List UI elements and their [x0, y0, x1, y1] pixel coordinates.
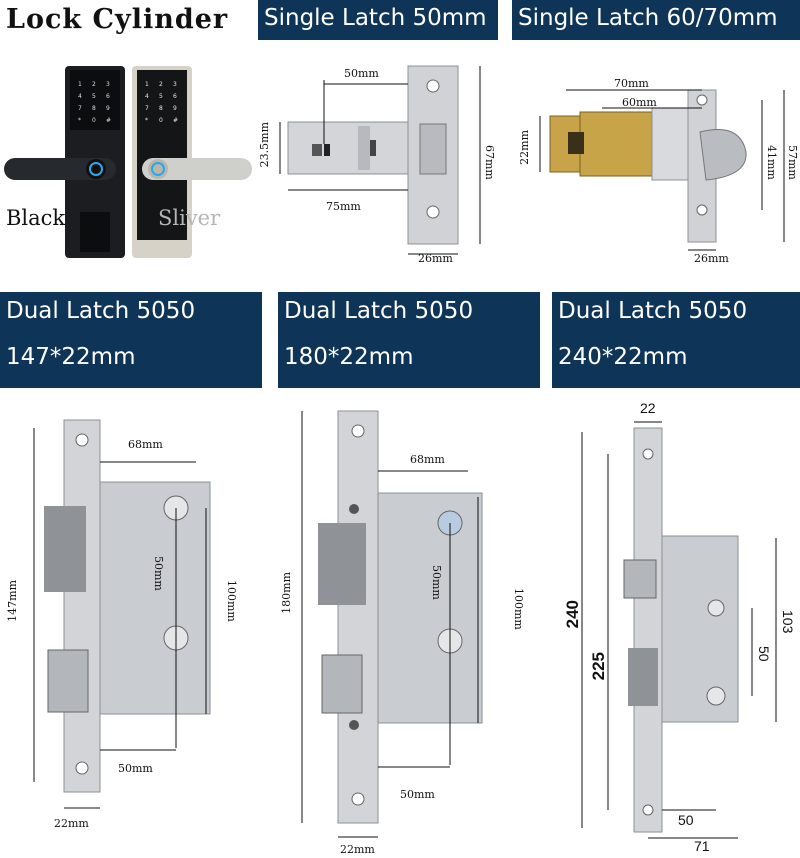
sl6070-hole-41: 41mm	[765, 145, 778, 180]
svg-text:1: 1	[145, 81, 149, 88]
black-label: Black	[6, 206, 66, 230]
sl50-plate-26: 26mm	[418, 252, 453, 265]
svg-text:8: 8	[92, 105, 96, 112]
svg-text:0: 0	[92, 117, 96, 124]
sl6070-plate-57: 57mm	[786, 145, 799, 180]
m180-face-22: 22mm	[340, 843, 375, 856]
sl50-plate-67: 67mm	[483, 145, 496, 180]
svg-text:4: 4	[78, 93, 82, 100]
mortise-180-drawing	[301, 410, 483, 838]
svg-text:5: 5	[92, 93, 96, 100]
silver-smart-lock-image: 1 2 3 4 5 6 7 8 9 * 0 #	[132, 66, 252, 258]
black-smart-lock-image: 1 2 3 4 5 6 7 8 9 * 0 #	[4, 66, 125, 258]
m180-backset-50: 50mm	[400, 788, 435, 801]
svg-text:9: 9	[173, 105, 177, 112]
svg-text:#: #	[106, 117, 111, 124]
single-latch-50-banner: Single Latch 50mm	[258, 0, 498, 40]
svg-text:7: 7	[78, 105, 82, 112]
sl6070-length-60: 60mm	[622, 96, 657, 109]
m180-width-68: 68mm	[410, 453, 445, 466]
m147-height-147: 147mm	[6, 580, 19, 622]
svg-text:3: 3	[106, 81, 110, 88]
svg-text:9: 9	[106, 105, 110, 112]
single-latch-6070-label: Single Latch 60/70mm	[518, 5, 778, 31]
single-latch-6070-banner: Single Latch 60/70mm	[512, 0, 800, 40]
dual-latch-147-line2: 147*22mm	[6, 344, 136, 370]
m180-height-180: 180mm	[280, 572, 293, 614]
sl6070-length-70: 70mm	[614, 77, 649, 90]
svg-text:2: 2	[159, 81, 163, 88]
m240-holes-50: 50	[756, 646, 772, 662]
svg-text:6: 6	[173, 93, 177, 100]
dual-latch-240-line1: Dual Latch 5050	[558, 298, 748, 324]
dual-latch-180-line1: Dual Latch 5050	[284, 298, 474, 324]
svg-text:8: 8	[159, 105, 163, 112]
m147-holes-50: 50mm	[152, 556, 165, 591]
m147-width-68: 68mm	[128, 438, 163, 451]
sl50-height-23-5: 23.5mm	[258, 122, 271, 168]
mortise-147-drawing	[33, 419, 211, 809]
m180-holes-50: 50mm	[430, 565, 443, 600]
dual-latch-147-banner: Dual Latch 5050 147*22mm	[0, 292, 262, 388]
m240-height-240: 240	[563, 600, 582, 629]
dual-latch-240-line2: 240*22mm	[558, 344, 688, 370]
svg-text:3: 3	[173, 81, 177, 88]
dual-latch-180-line2: 180*22mm	[284, 344, 414, 370]
m240-height-225: 225	[589, 652, 608, 681]
svg-text:4: 4	[145, 93, 149, 100]
dual-latch-180-banner: Dual Latch 5050 180*22mm	[278, 292, 540, 388]
single-latch-50-label: Single Latch 50mm	[264, 5, 487, 31]
m147-backset-50: 50mm	[118, 762, 153, 775]
svg-text:7: 7	[145, 105, 149, 112]
m240-body-103: 103	[780, 610, 796, 634]
svg-text:#: #	[173, 117, 178, 124]
m147-face-22: 22mm	[54, 817, 89, 830]
m240-backset-50: 50	[678, 812, 694, 828]
silver-label: Sliver	[158, 206, 221, 230]
svg-text:*: *	[145, 117, 148, 124]
svg-text:6: 6	[106, 93, 110, 100]
svg-text:*: *	[78, 117, 81, 124]
sl50-length-75: 75mm	[326, 200, 361, 213]
dual-latch-147-line1: Dual Latch 5050	[6, 298, 196, 324]
m147-body-100: 100mm	[225, 580, 238, 622]
svg-text:2: 2	[92, 81, 96, 88]
svg-text:0: 0	[159, 117, 163, 124]
m180-body-100: 100mm	[512, 588, 525, 630]
sl6070-height-22: 22mm	[518, 130, 531, 165]
m240-face-22: 22	[640, 400, 656, 416]
dual-latch-240-banner: Dual Latch 5050 240*22mm	[552, 292, 800, 388]
sl6070-plate-26: 26mm	[694, 252, 729, 265]
sl50-width-50: 50mm	[344, 67, 379, 80]
single-latch-6070-drawing	[539, 89, 785, 251]
mortise-240-drawing	[581, 421, 777, 839]
svg-text:5: 5	[159, 93, 163, 100]
single-latch-50-drawing	[279, 65, 481, 255]
m240-depth-71: 71	[694, 838, 710, 854]
lock-cylinder-title: Lock Cylinder	[6, 4, 229, 35]
svg-text:1: 1	[78, 81, 82, 88]
